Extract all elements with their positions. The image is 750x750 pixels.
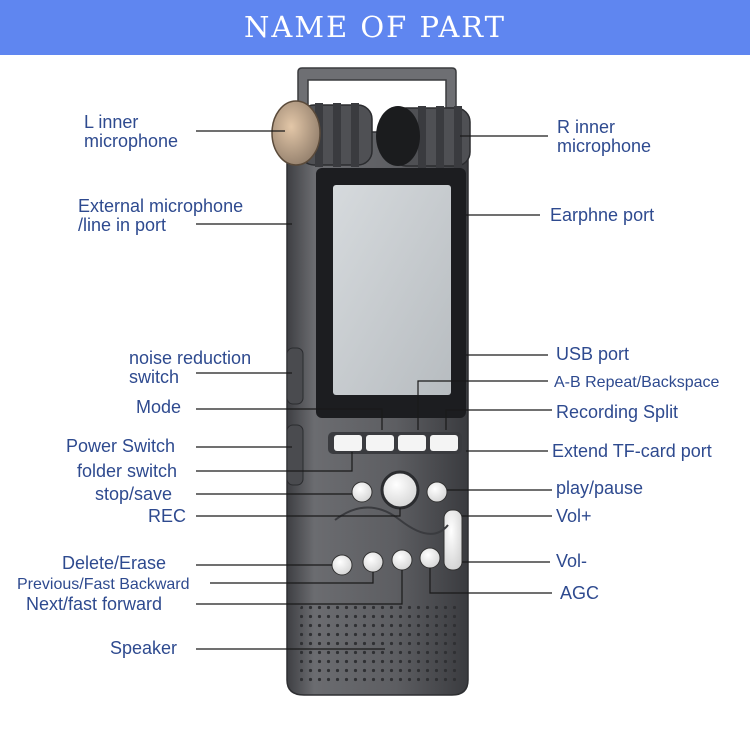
label-delete-erase: Delete/Erase [62,554,166,573]
noise-reduction-switch-icon [287,348,303,404]
label-agc: AGC [560,584,599,603]
mic-bracket [298,68,456,108]
label-stop-save: stop/save [95,485,172,504]
label-l-inner-mic-line2: microphone [84,132,178,151]
label-next-fast-forward: Next/fast forward [26,595,162,614]
label-ab-repeat: A-B Repeat/Backspace [554,373,719,392]
label-speaker: Speaker [110,639,177,658]
label-mode: Mode [136,398,181,417]
power-switch-icon [287,425,303,485]
label-rec: REC [148,507,186,526]
label-l-inner-mic-line1: L inner [84,113,138,132]
label-vol-plus: Vol+ [556,507,592,526]
label-previous-fast-backward: Previous/Fast Backward [17,575,190,594]
label-power-switch: Power Switch [66,437,175,456]
label-r-inner-mic-line1: R inner [557,118,615,137]
label-r-inner-mic-line2: microphone [557,137,651,156]
label-folder-switch: folder switch [77,462,177,481]
label-extend-tf-card: Extend TF-card port [552,442,712,461]
right-microphone-icon [376,106,470,168]
label-noise-reduction-line1: noise reduction [129,349,251,368]
label-earphone-port: Earphne port [550,206,654,225]
label-usb-port: USB port [556,345,629,364]
label-ext-mic-line2: /line in port [78,216,166,235]
speaker-grille [300,605,462,685]
function-keys [328,432,462,454]
label-noise-reduction-line2: switch [129,368,179,387]
label-recording-split: Recording Split [556,403,678,422]
label-play-pause: play/pause [556,479,643,498]
label-ext-mic-line1: External microphone [78,197,243,216]
left-microphone-icon [272,101,372,167]
label-vol-minus: Vol- [556,552,587,571]
